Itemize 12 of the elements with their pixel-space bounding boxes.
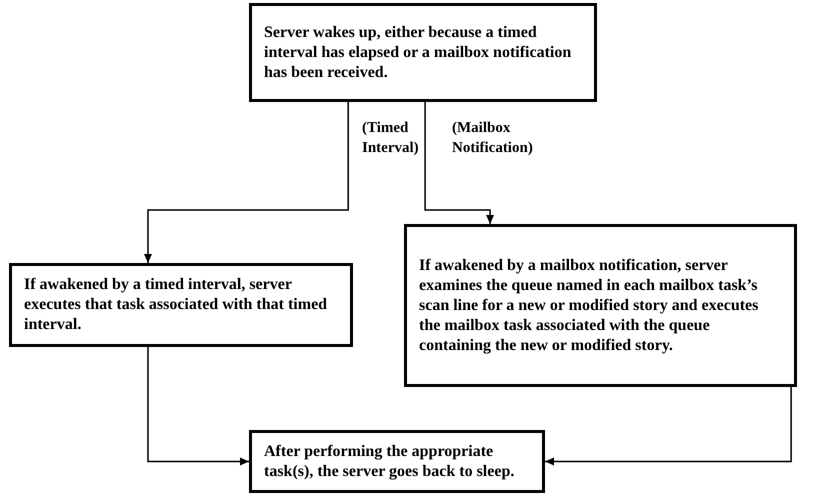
box-text: After performing the appropriate task(s), the server goes back to sleep.	[264, 442, 516, 482]
arrow	[147, 347, 249, 466]
arrow	[424, 102, 494, 224]
box-text: If awakened by a timed interval, server executes that task associated with that timed interval.	[24, 275, 328, 335]
process-box	[249, 3, 597, 102]
arrow	[545, 387, 792, 466]
box-text: Server wakes up, either because a timed interval has elapsed or a mailbox notification has been received.	[264, 22, 572, 82]
process-box	[404, 224, 797, 387]
process-box	[9, 263, 353, 347]
box-text: If awakened by a mailbox notification, server examines the queue named in each mailbox task’s scan line for a new or modified story and executes the mailbox task associated with the queue containing the new or modified story.	[419, 256, 760, 356]
arrow	[144, 102, 349, 263]
process-box	[249, 430, 545, 493]
